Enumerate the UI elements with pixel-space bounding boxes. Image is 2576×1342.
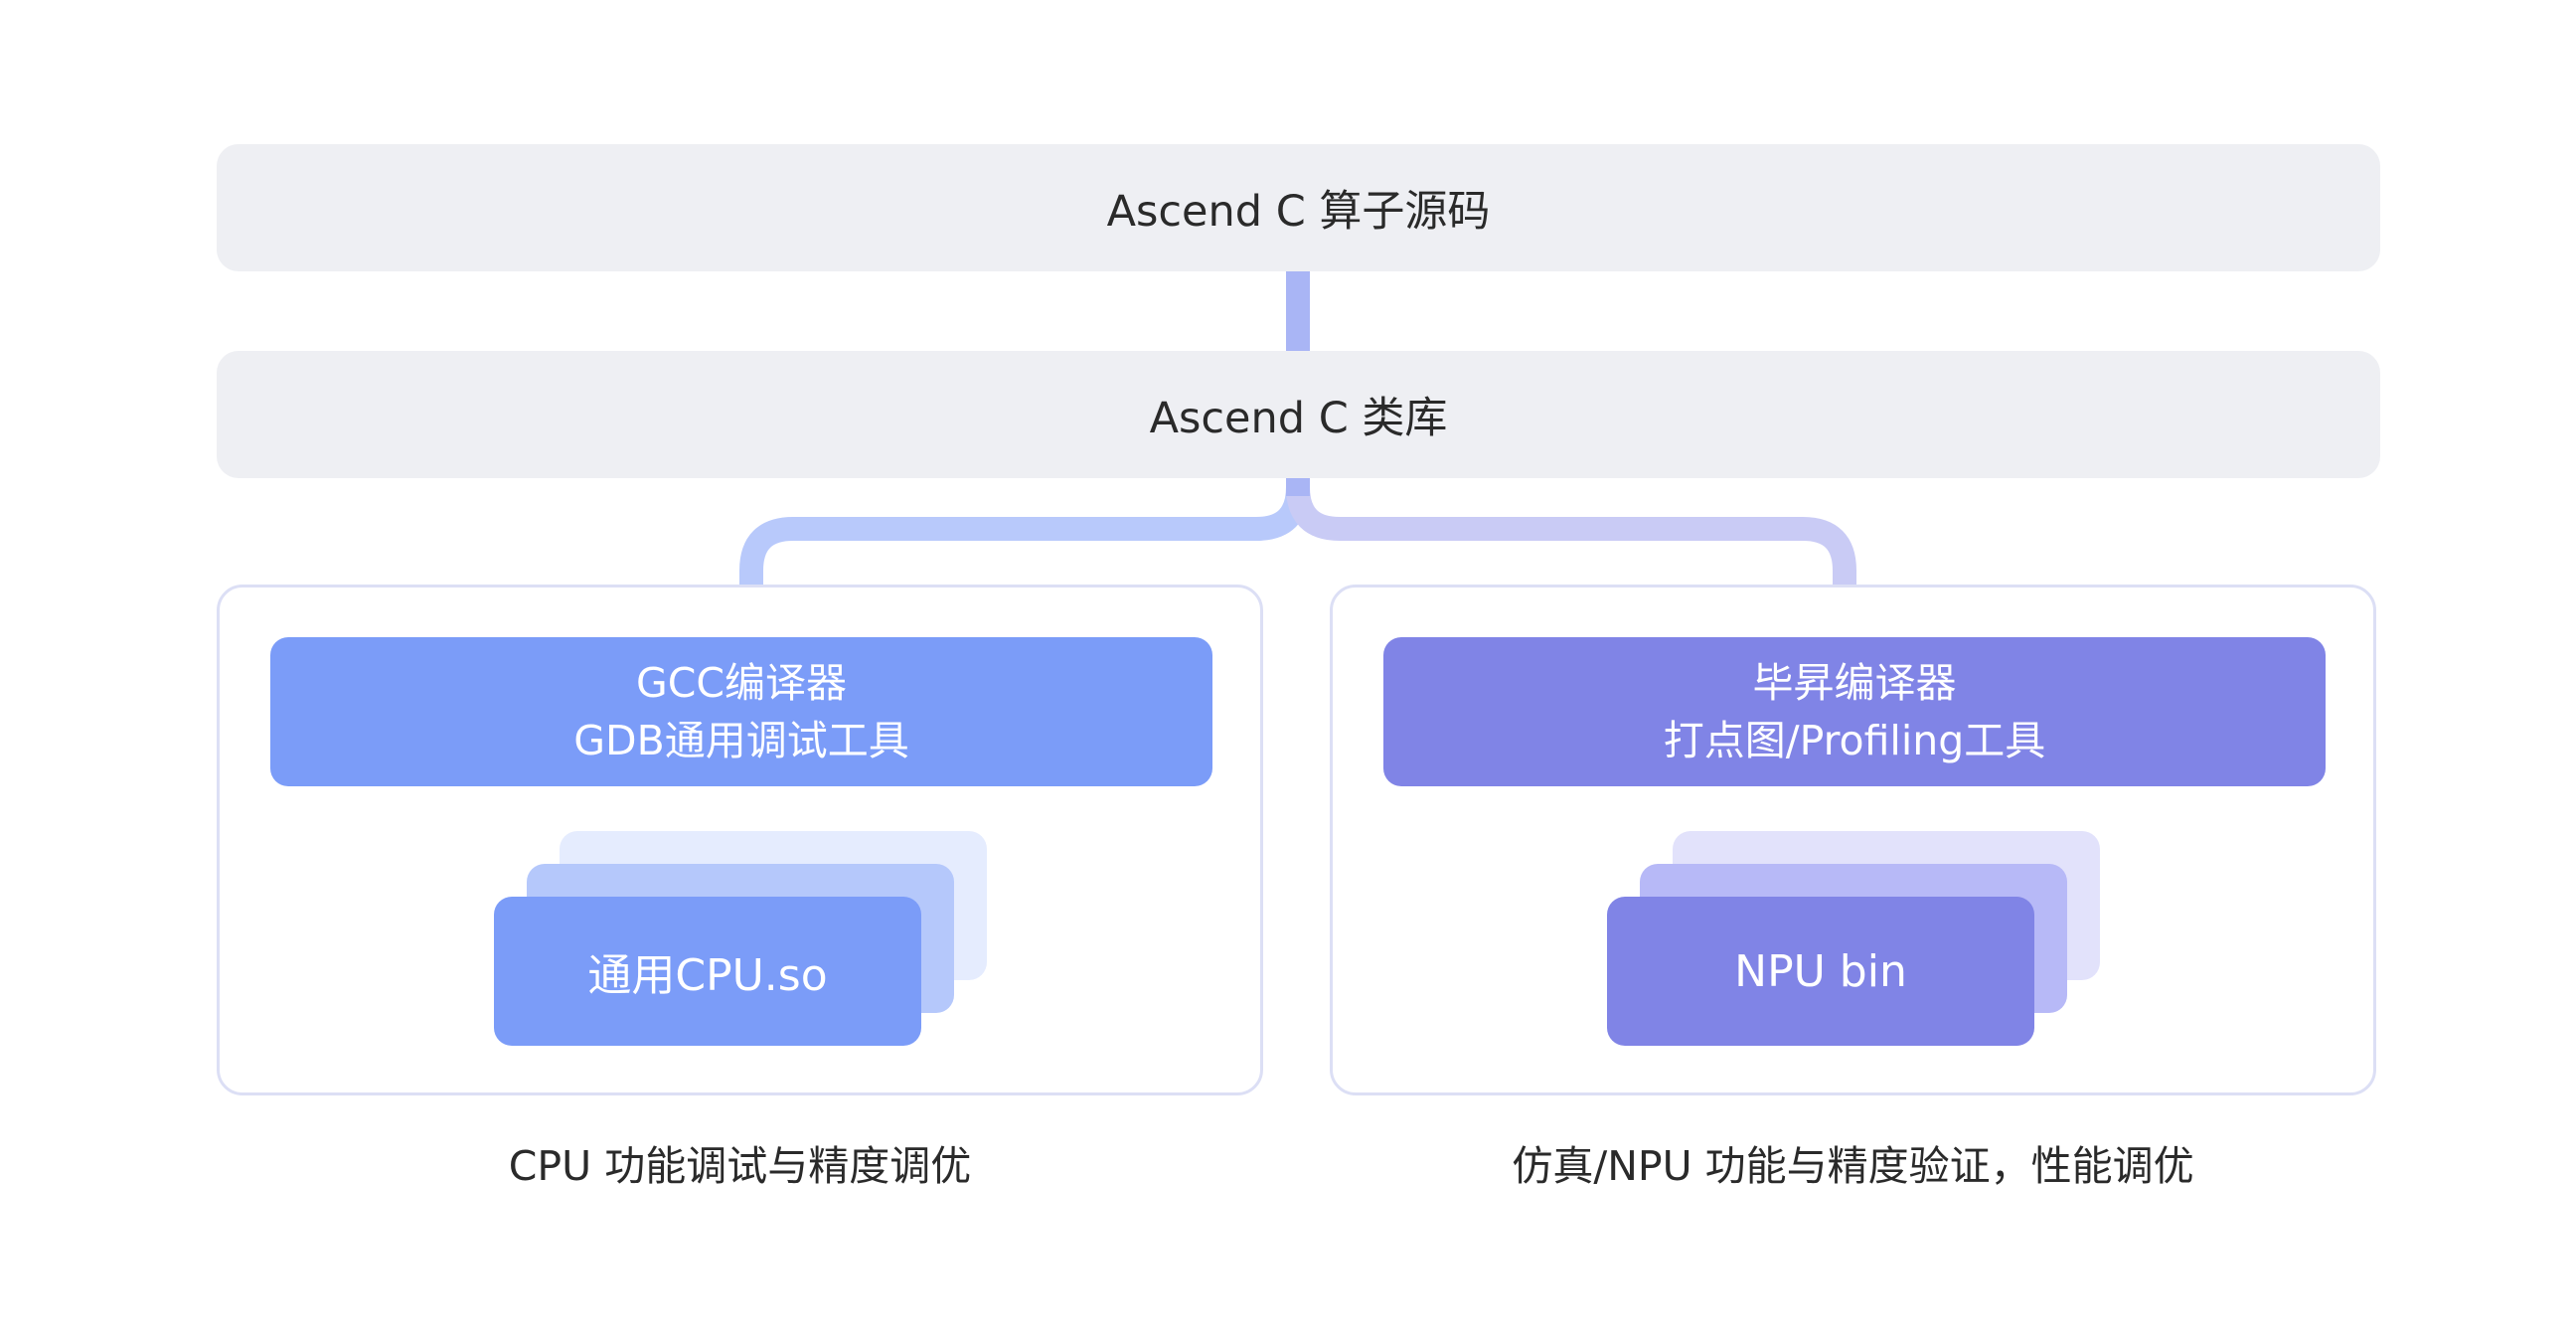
ascend-c-source-label: Ascend C 算子源码: [1106, 187, 1491, 237]
cpu-caption: CPU 功能调试与精度调优: [508, 1142, 972, 1190]
npu-artifact-label: NPU bin: [1734, 945, 1907, 997]
npu-compiler-label: 毕昇编译器: [1752, 659, 1957, 707]
npu-toolchain-box: 毕昇编译器 打点图/Profiling工具: [1383, 637, 2326, 786]
cpu-panel: GCC编译器 GDB通用调试工具 通用CPU.so: [217, 585, 1263, 1095]
cpu-artifact-card: 通用CPU.so: [494, 897, 921, 1046]
npu-profiling-label: 打点图/Profiling工具: [1663, 717, 2046, 764]
npu-panel: 毕昇编译器 打点图/Profiling工具 NPU bin: [1330, 585, 2376, 1095]
cpu-debugger-label: GDB通用调试工具: [573, 717, 909, 764]
ascend-c-library-label: Ascend C 类库: [1149, 394, 1448, 443]
connector-library-to-cpu: [739, 478, 1310, 585]
ascend-c-library-node: Ascend C 类库: [217, 351, 2380, 478]
connector-stem-under-library: [1286, 478, 1310, 496]
npu-caption: 仿真/NPU 功能与精度验证，性能调优: [1512, 1142, 2194, 1190]
cpu-toolchain-box: GCC编译器 GDB通用调试工具: [270, 637, 1212, 786]
ascend-c-source-node: Ascend C 算子源码: [217, 144, 2380, 271]
cpu-artifact-label: 通用CPU.so: [587, 950, 828, 1001]
connector-source-to-library: [1286, 271, 1310, 351]
cpu-compiler-label: GCC编译器: [635, 659, 848, 707]
connector-library-to-npu: [1286, 478, 1856, 585]
npu-artifact-card: NPU bin: [1607, 897, 2034, 1046]
